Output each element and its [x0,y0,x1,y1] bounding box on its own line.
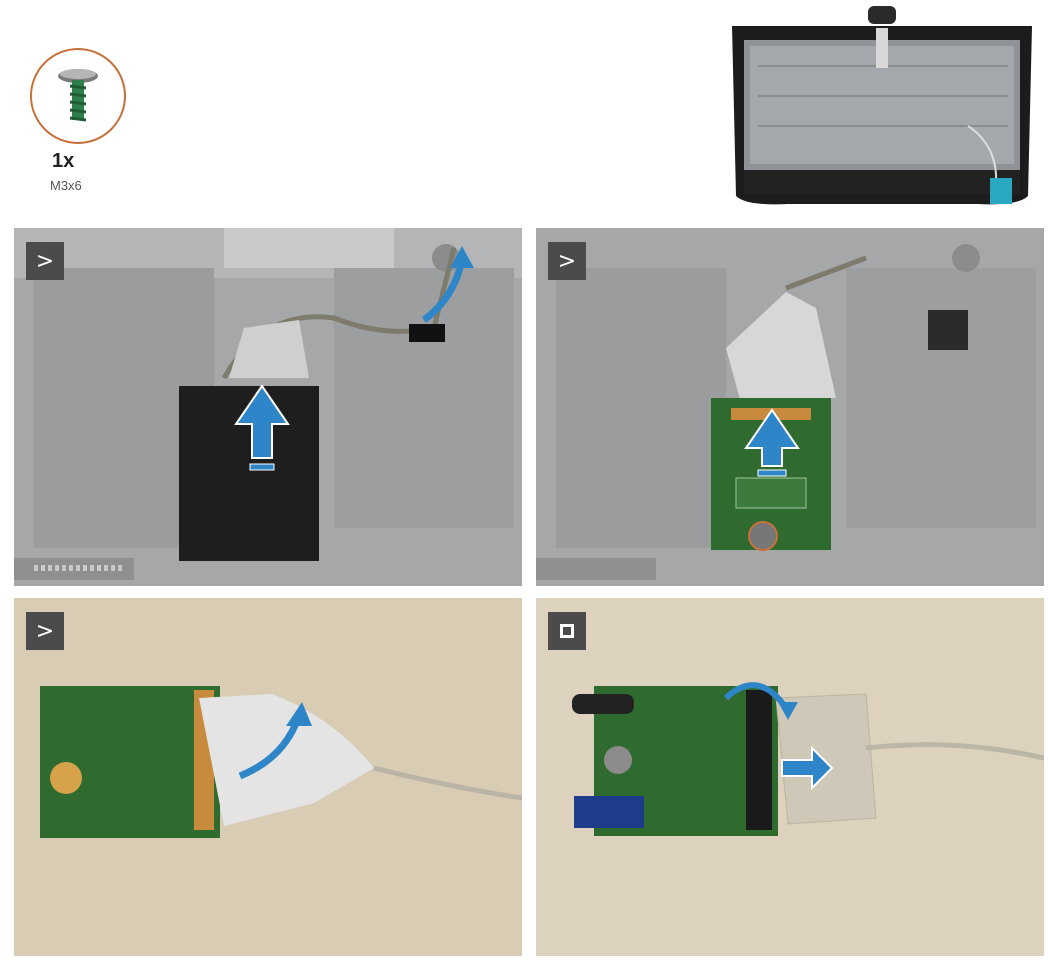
curved-arrow-icon [238,702,312,780]
chevron-right-icon: > [35,618,55,644]
step-3-photo [14,598,522,956]
step-4-photo [536,598,1044,956]
step-badge-2: > [548,242,586,280]
curved-arrow-icon [723,682,798,720]
step-panel-3: > [14,598,522,956]
curved-arrow-icon [421,246,474,323]
right-arrow-icon [781,745,834,791]
screw-count: 1x [52,150,75,172]
screw-size: M3x6 [50,178,82,193]
step-panel-4 [536,598,1044,956]
step-badge-1: > [26,242,64,280]
step-1-photo [14,228,522,586]
step-panel-1: > [14,228,522,586]
screw-illustration [30,48,126,144]
step-panel-2: > [536,228,1044,586]
up-arrow-icon [234,384,290,471]
stop-square-icon [560,624,574,638]
step-badge-3: > [26,612,64,650]
chevron-right-icon: > [35,248,55,274]
chevron-right-icon: > [557,248,577,274]
up-arrow-icon [744,408,800,477]
screw-icon [58,69,98,122]
monitor-back-overview [728,6,1036,212]
step-badge-4 [548,612,586,650]
step-2-photo [536,228,1044,586]
